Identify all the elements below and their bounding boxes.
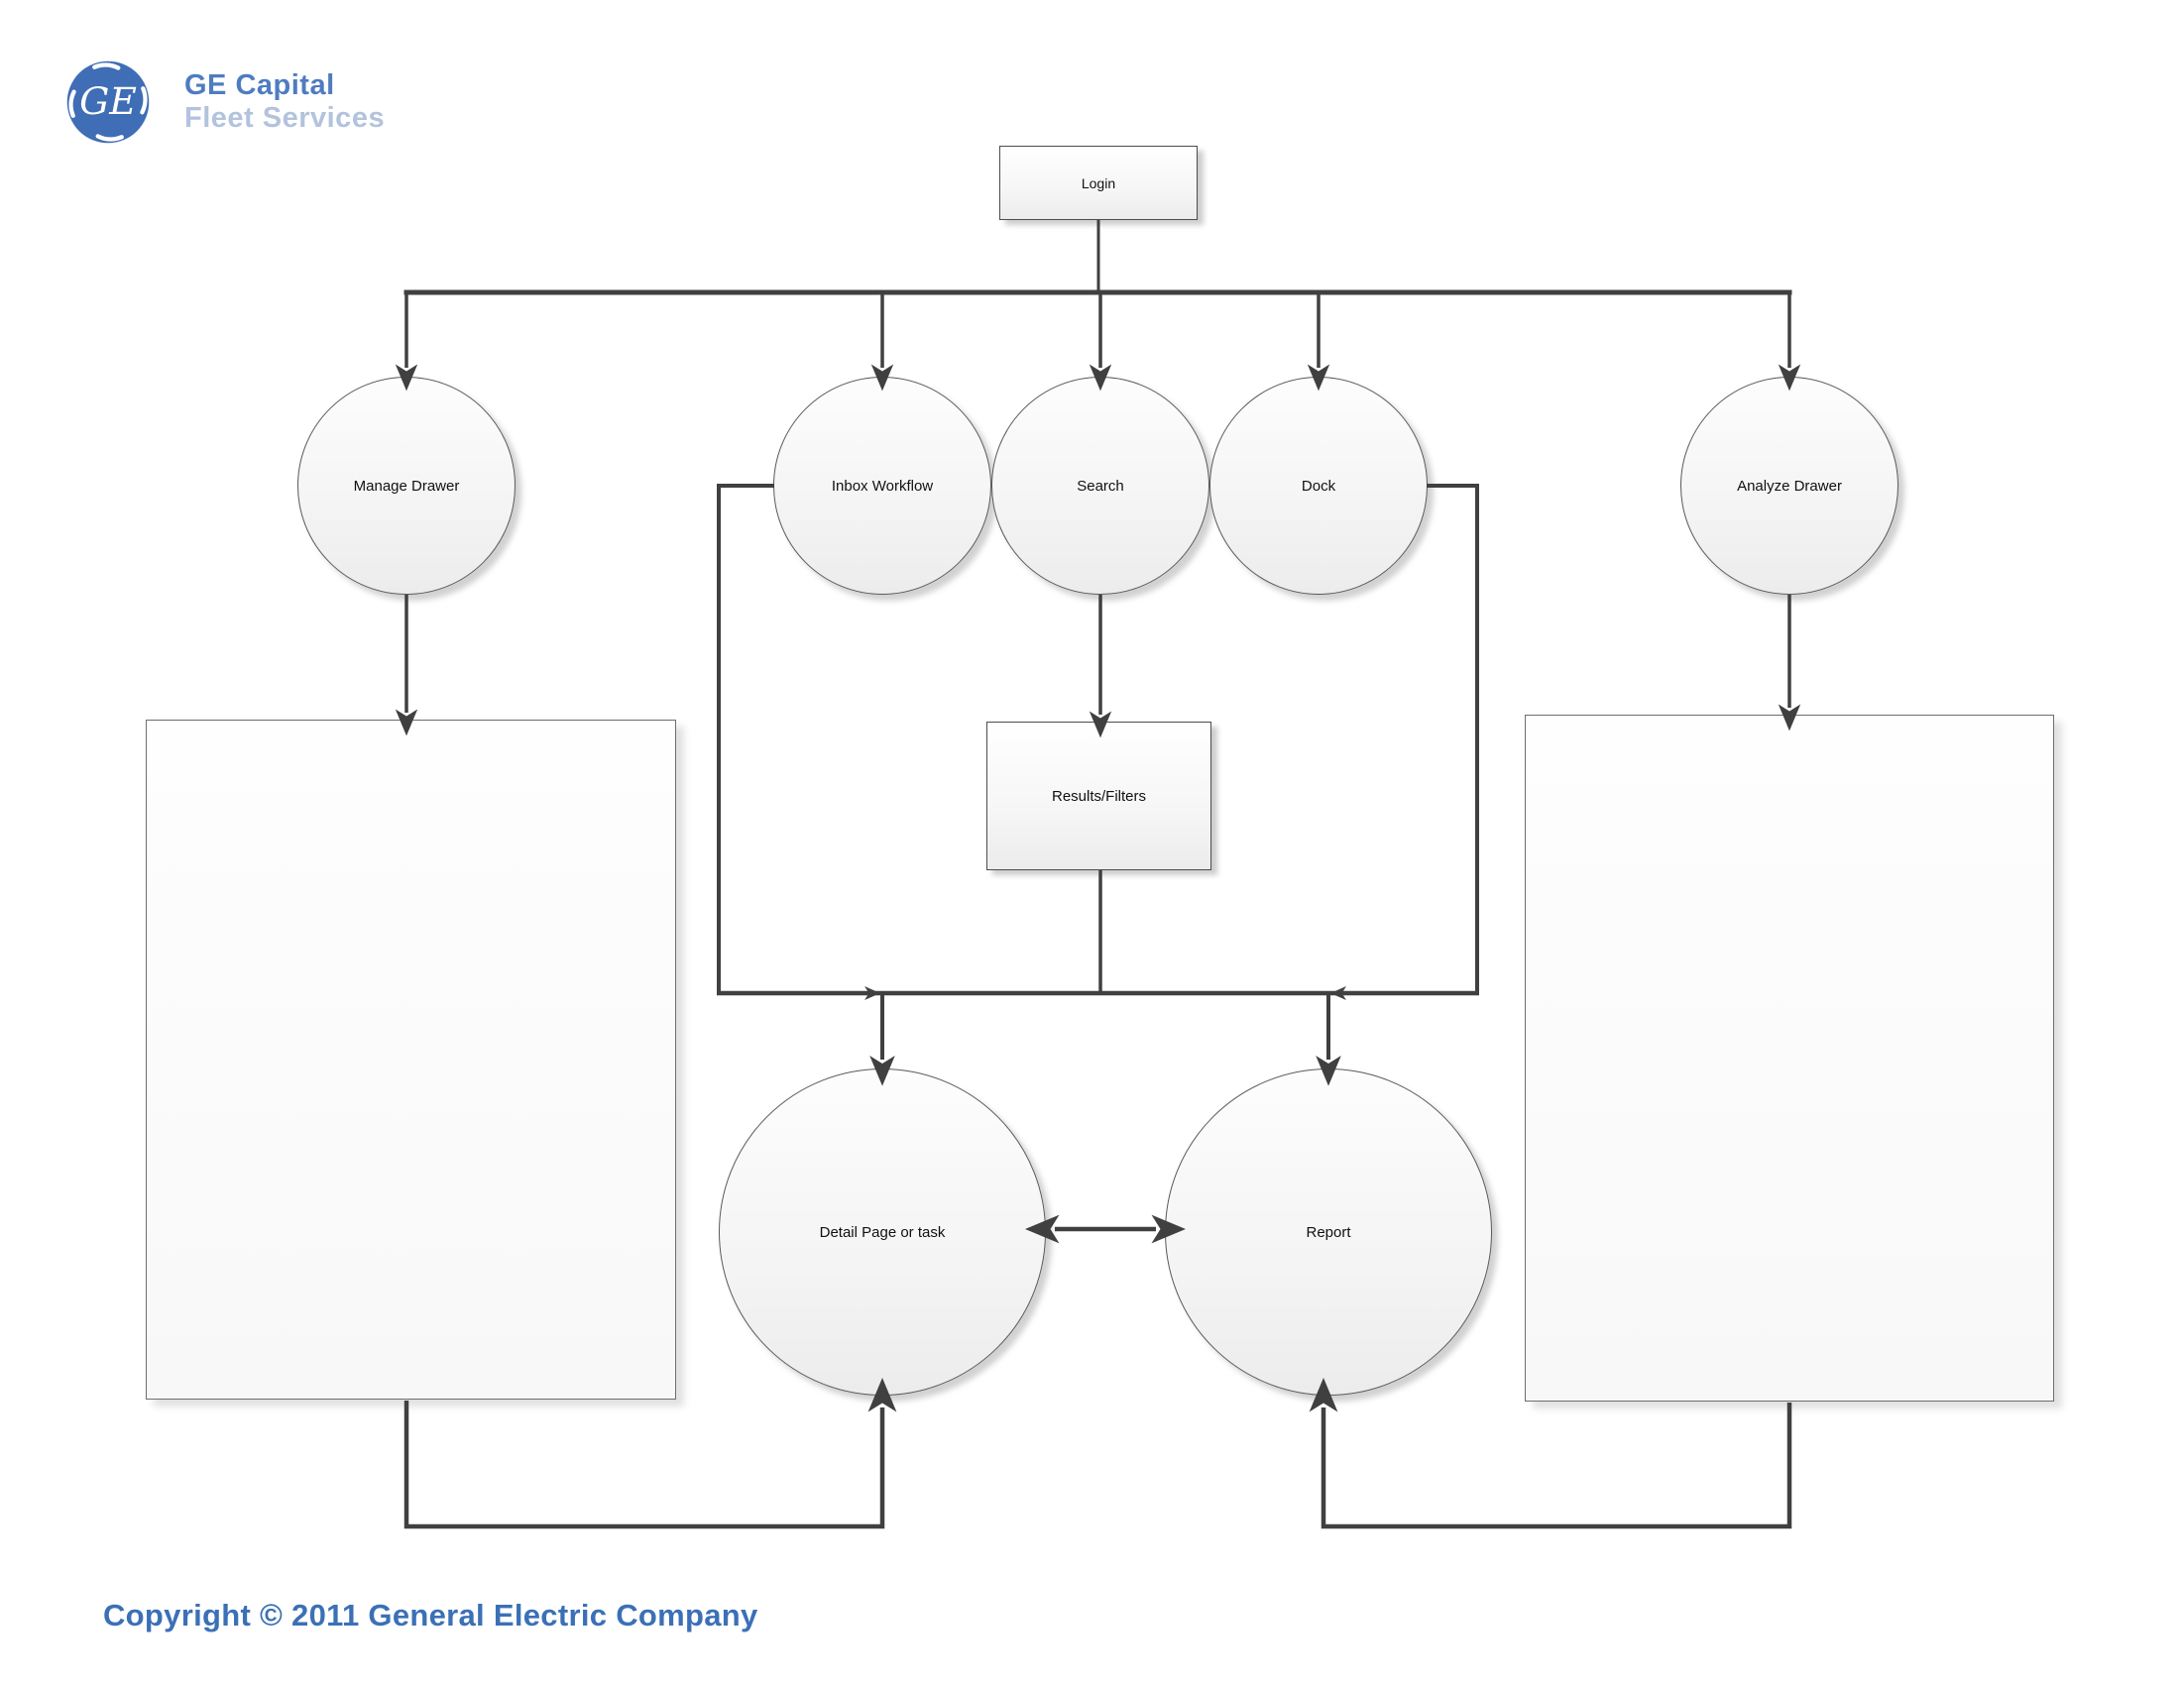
edge-manage-panel-to-detail-page xyxy=(403,1378,897,1529)
node-search-label: Search xyxy=(1077,477,1124,495)
svg-text:GE: GE xyxy=(79,79,137,123)
node-login-label: Login xyxy=(1081,174,1116,191)
manage-drawer-detail-panel xyxy=(146,720,676,1400)
brand-line2: Fleet Services xyxy=(184,102,386,134)
ge-monogram-icon: GE xyxy=(66,60,150,144)
node-dock-label: Dock xyxy=(1301,477,1336,495)
node-dock: Dock xyxy=(1209,377,1428,595)
junction-arrow-right xyxy=(864,986,880,1000)
edge-dock-loop xyxy=(1427,484,1479,995)
junction-arrow-left xyxy=(1330,986,1346,1000)
copyright-text: Copyright © 2011 General Electric Compan… xyxy=(103,1598,758,1632)
node-search: Search xyxy=(991,377,1209,595)
node-report: Report xyxy=(1165,1069,1492,1396)
node-results-filters-label: Results/Filters xyxy=(1051,787,1147,805)
node-detail-page-or-task: Detail Page or task xyxy=(719,1069,1046,1396)
node-inbox-workflow: Inbox Workflow xyxy=(773,377,991,595)
node-login: Login xyxy=(999,146,1198,220)
node-results-filters: Results/Filters xyxy=(986,722,1211,870)
brand-wordmark: GE Capital Fleet Services xyxy=(184,69,385,135)
brand-header: GE GE Capital Fleet Services xyxy=(65,59,385,145)
node-inbox-workflow-label: Inbox Workflow xyxy=(831,477,934,495)
node-report-label: Report xyxy=(1306,1223,1351,1241)
edge-analyze-panel-to-report xyxy=(1309,1378,1792,1529)
brand-line1: GE Capital xyxy=(184,69,335,101)
analyze-drawer-detail-panel xyxy=(1525,715,2054,1402)
node-analyze-drawer: Analyze Drawer xyxy=(1680,377,1898,595)
node-analyze-drawer-label: Analyze Drawer xyxy=(1737,477,1842,495)
node-manage-drawer-label: Manage Drawer xyxy=(353,477,460,495)
node-detail-page-label: Detail Page or task xyxy=(819,1223,946,1241)
node-manage-drawer: Manage Drawer xyxy=(297,377,516,595)
edge-inbox-loop xyxy=(717,484,774,995)
